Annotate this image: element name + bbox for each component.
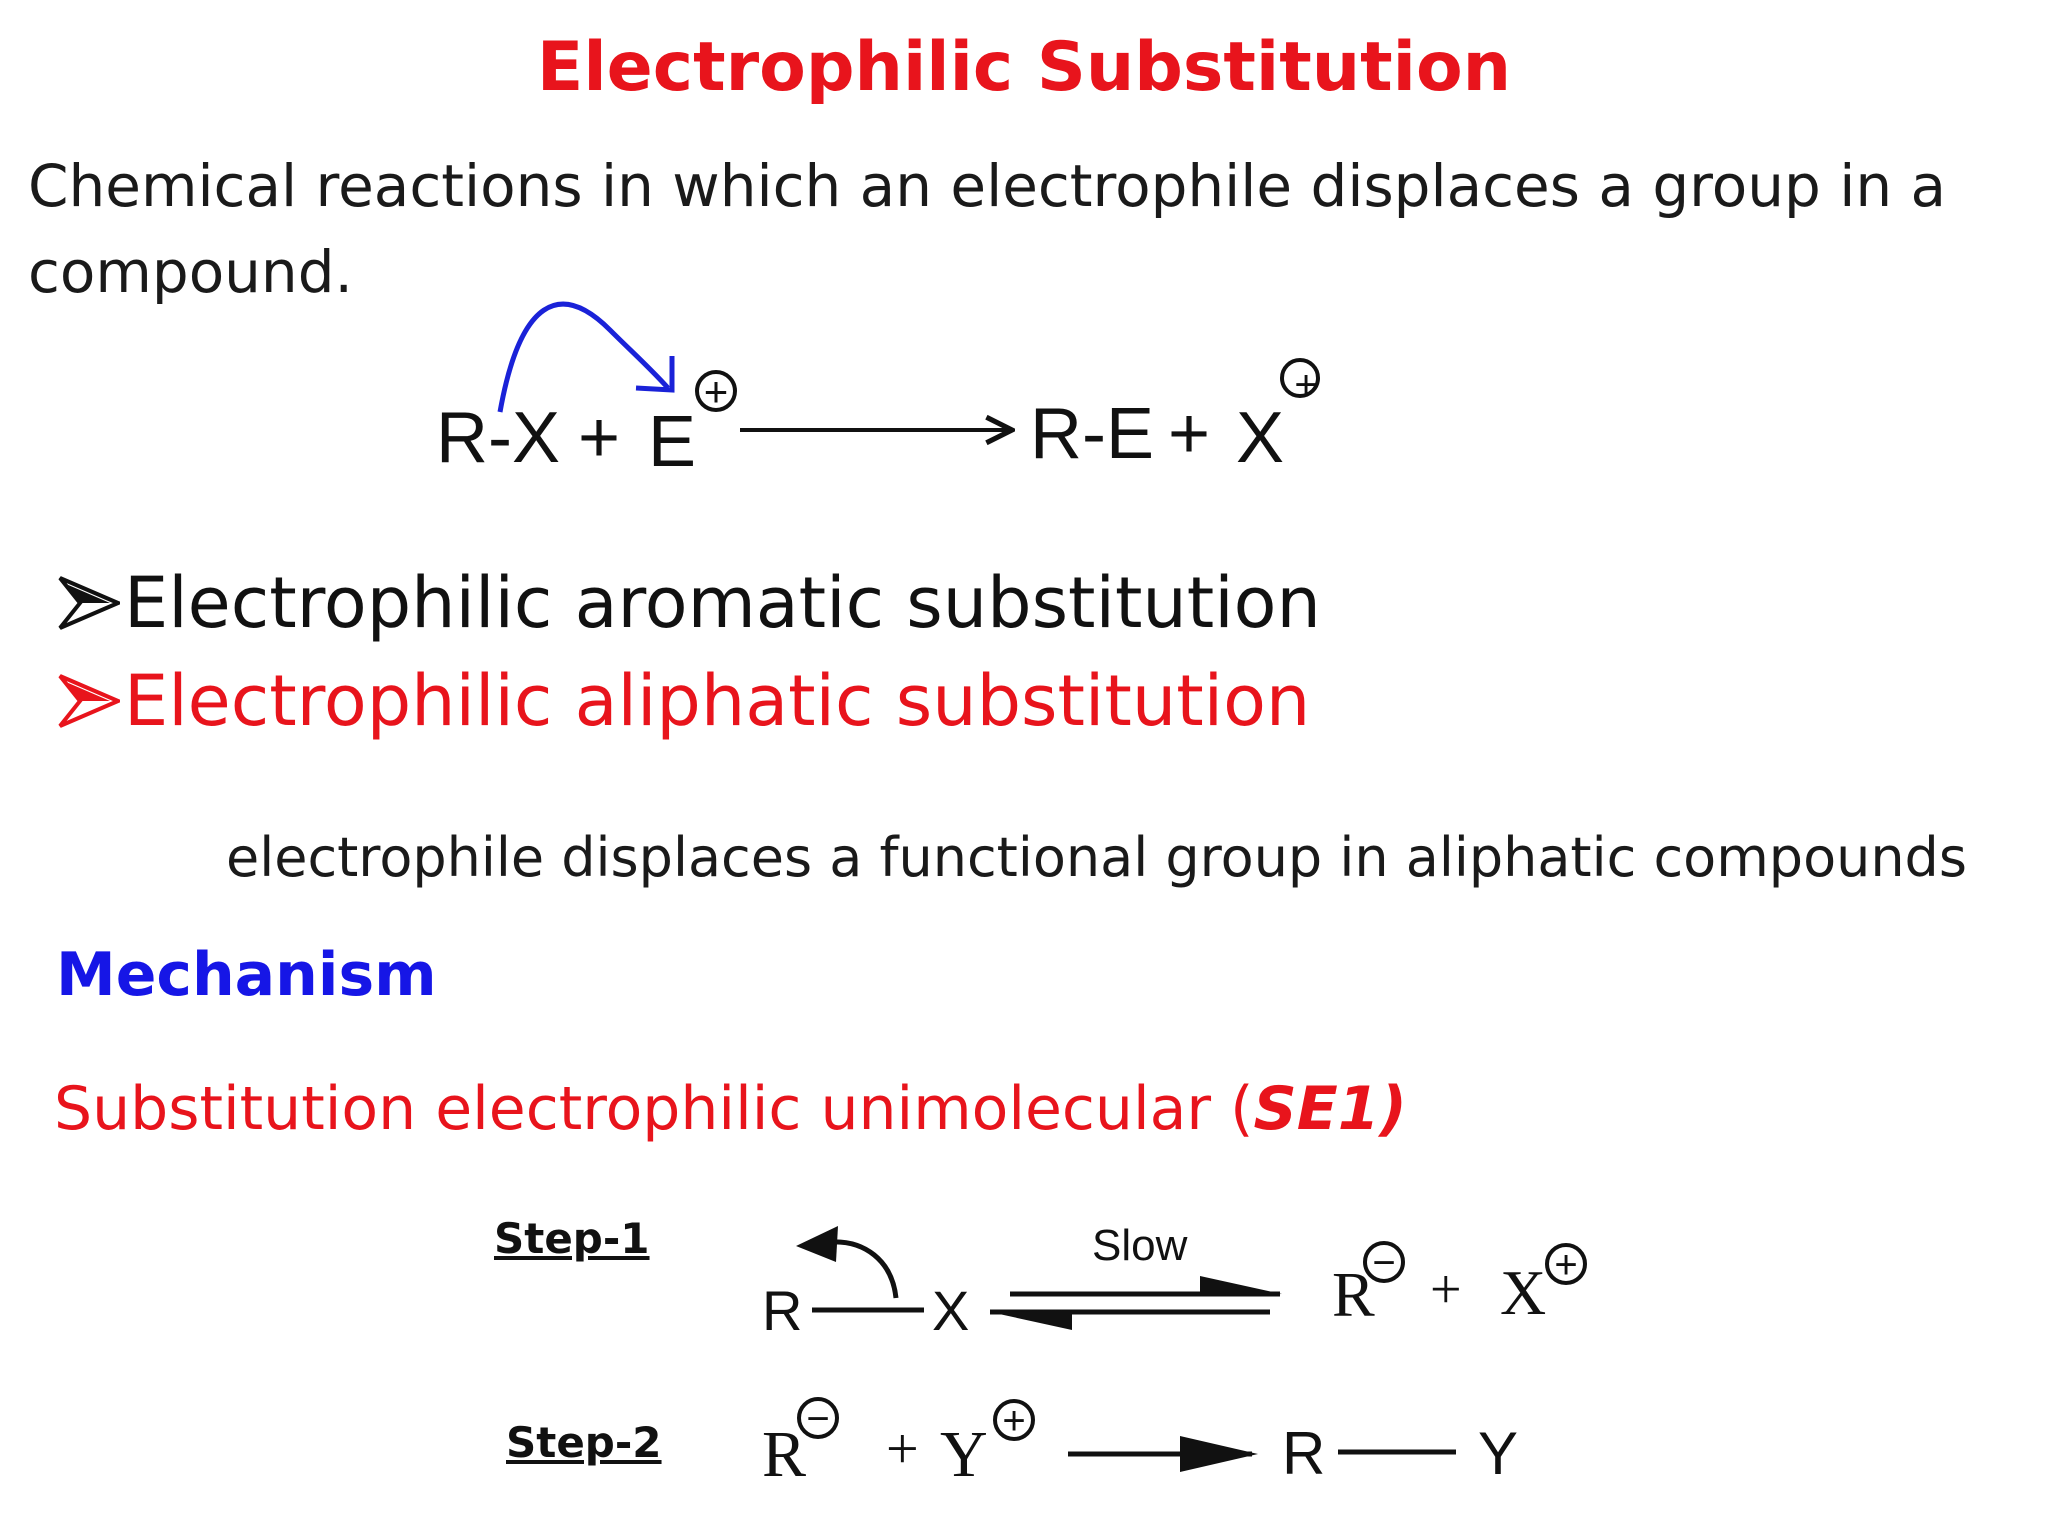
se1-abbrev: SE1) (1253, 1074, 1407, 1144)
step2-minus-charge-icon: − (797, 1397, 839, 1441)
step1-product-x: X (1500, 1257, 1546, 1328)
x-charge-icon: + (1280, 358, 1320, 407)
step2-plus: + (886, 1416, 919, 1481)
e-charge-sign: + (704, 368, 729, 415)
forward-arrowhead-icon (1200, 1276, 1282, 1296)
step-2-reaction: R − + Y + R Y (762, 1397, 1518, 1491)
general-reaction: R-X + E + R-E + X + (436, 301, 1320, 482)
step1-r: R (762, 1279, 802, 1342)
plus-2: + (1168, 394, 1210, 474)
reverse-arrowhead-icon (990, 1310, 1072, 1330)
page-title: Electrophilic Substitution (536, 28, 1512, 107)
step-1-reaction: R X Slow R − + X + (762, 1221, 1587, 1342)
arrowhead-bullet-icon (58, 576, 120, 630)
step1-curved-arrow-icon (829, 1239, 899, 1299)
step-1-label: Step-1 (494, 1214, 650, 1263)
product-re: R-E (1030, 394, 1154, 474)
bullet-aromatic-text: Electrophilic aromatic substitution (124, 562, 1321, 644)
step1-minus-charge-icon: − (1363, 1241, 1405, 1285)
step2-minus-sign: − (806, 1397, 829, 1441)
step2-product-y: Y (1478, 1420, 1518, 1487)
step2-r: R (762, 1418, 806, 1491)
se1-prefix: Substitution electrophilic unimolecular … (54, 1074, 1254, 1144)
curved-arrow-icon (497, 301, 670, 413)
step2-arrowhead-icon (1180, 1436, 1258, 1472)
step1-plus: + (1430, 1259, 1462, 1321)
step2-y: Y (940, 1418, 988, 1491)
definition-line-2: compound. (28, 238, 353, 306)
reactant-rx: R-X (436, 398, 560, 478)
step1-curved-arrowhead-icon (796, 1226, 838, 1262)
slow-label: Slow (1092, 1221, 1188, 1270)
definition-line-1: Chemical reactions in which an electroph… (28, 152, 1947, 220)
step1-plus-sign: + (1554, 1243, 1577, 1287)
arrowhead-bullet-icon (58, 674, 120, 728)
step2-product-r: R (1282, 1420, 1325, 1487)
electrophile-e: E (648, 402, 696, 482)
step1-plus-charge-icon: + (1545, 1243, 1587, 1287)
bullet-aromatic: Electrophilic aromatic substitution (58, 562, 1321, 644)
bullet-aliphatic: Electrophilic aliphatic substitution (58, 660, 1310, 742)
product-x: X (1236, 398, 1284, 478)
plus-1: + (578, 398, 620, 478)
step-2-label: Step-2 (506, 1418, 662, 1467)
aliphatic-definition: electrophile displaces a functional grou… (226, 826, 1967, 889)
step2-plus-charge-icon: + (993, 1399, 1035, 1443)
curved-arrowhead-icon (635, 356, 675, 393)
step1-x: X (932, 1279, 969, 1342)
bullet-aliphatic-text: Electrophilic aliphatic substitution (124, 660, 1311, 742)
se1-heading: Substitution electrophilic unimolecular … (54, 1074, 1407, 1144)
step2-plus-sign: + (1002, 1399, 1025, 1443)
x-charge-sign: + (1294, 363, 1317, 407)
mechanism-heading: Mechanism (56, 940, 437, 1010)
step1-minus-sign: − (1372, 1241, 1395, 1285)
e-charge-icon: + (695, 368, 737, 415)
